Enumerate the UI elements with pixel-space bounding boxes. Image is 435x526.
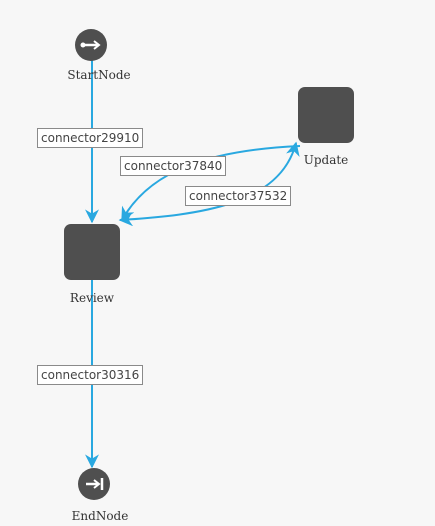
connector-30316-label[interactable]: connector30316 (37, 365, 144, 385)
connector-37840-label[interactable]: connector37840 (120, 156, 227, 176)
start-node[interactable] (75, 29, 107, 61)
end-arrow-icon (86, 478, 104, 490)
review-task-node[interactable] (64, 224, 120, 280)
connector-37532-label[interactable]: connector37532 (185, 186, 292, 206)
end-node[interactable] (78, 468, 110, 500)
start-arrow-icon (80, 40, 101, 50)
update-task-node[interactable] (298, 87, 354, 143)
start-node-label: StartNode (67, 68, 131, 82)
connector-37532-line[interactable] (118, 141, 300, 227)
connector-29910-label[interactable]: connector29910 (37, 128, 144, 148)
review-node-label: Review (69, 291, 115, 305)
end-node-label: EndNode (71, 509, 129, 523)
update-node-label: Update (303, 153, 349, 167)
